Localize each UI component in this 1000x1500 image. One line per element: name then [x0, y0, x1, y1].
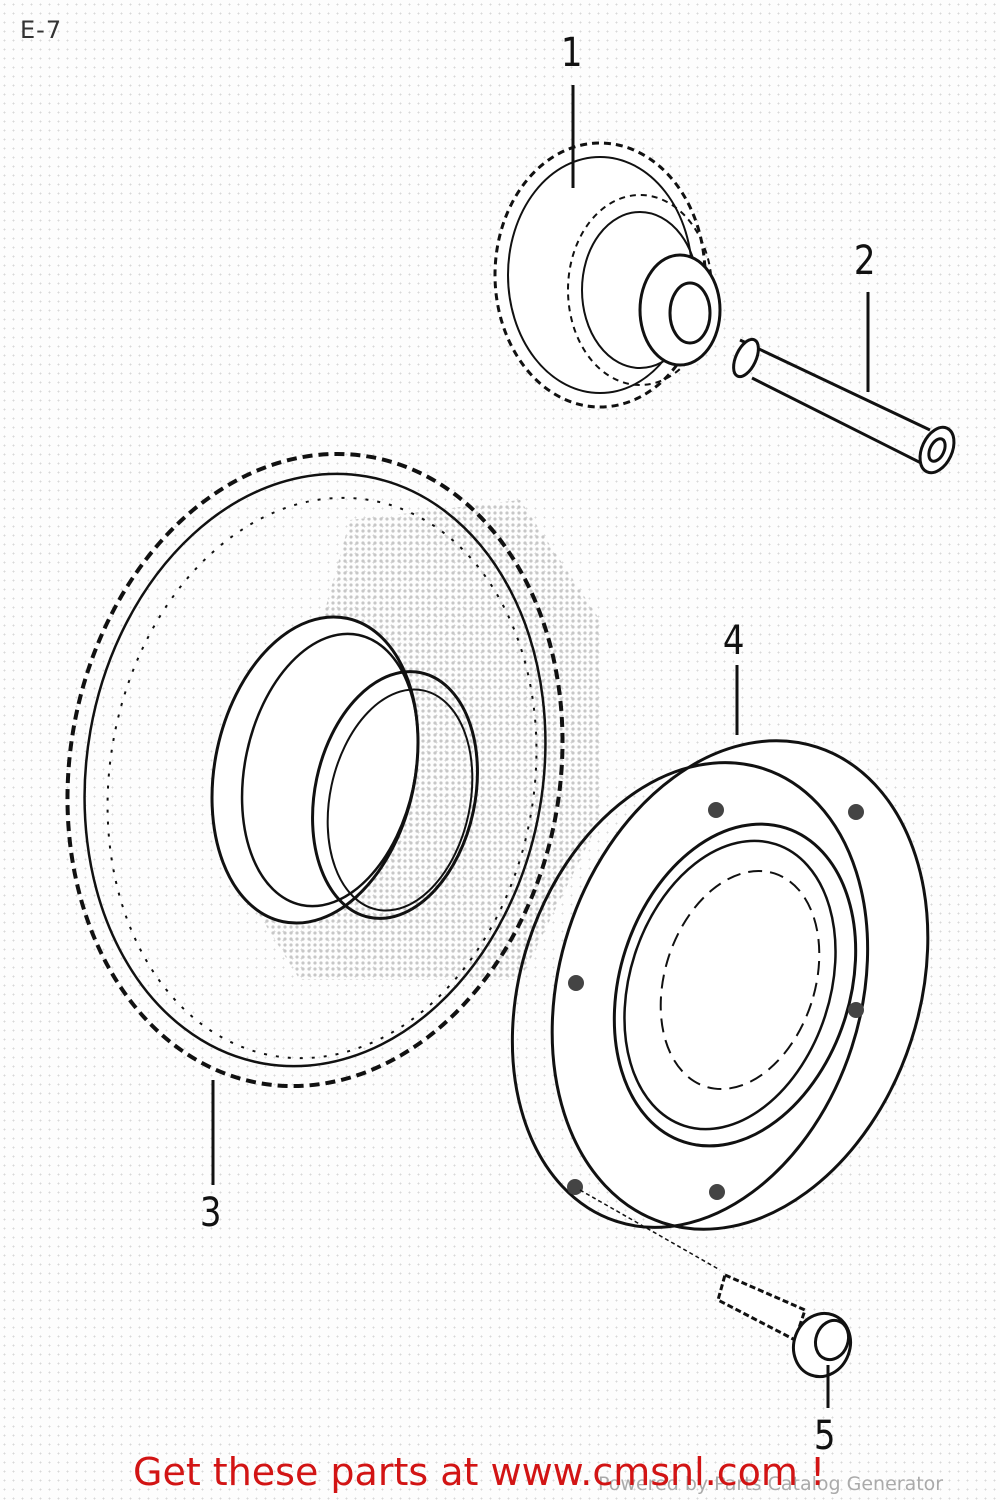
callout-leader-lines: [211, 85, 870, 1408]
callout-4: 4: [722, 618, 745, 664]
callout-5: 5: [813, 1413, 836, 1459]
part-5-bolt: [579, 1189, 852, 1379]
part-4-one-way-clutch: [510, 739, 930, 1231]
get-parts-link[interactable]: Get these parts at www.cmsnl.com !: [133, 1450, 826, 1494]
part-1-small-gear: [493, 141, 722, 409]
part-3-large-gear: [65, 451, 565, 1089]
callout-1: 1: [560, 30, 583, 76]
powered-by-label: Powered by Parts Catalog Generator: [598, 1473, 944, 1495]
part-2-shaft: [732, 337, 956, 475]
callout-3: 3: [199, 1190, 222, 1236]
callout-2: 2: [853, 238, 876, 284]
diagram-code: E-7: [20, 16, 63, 44]
